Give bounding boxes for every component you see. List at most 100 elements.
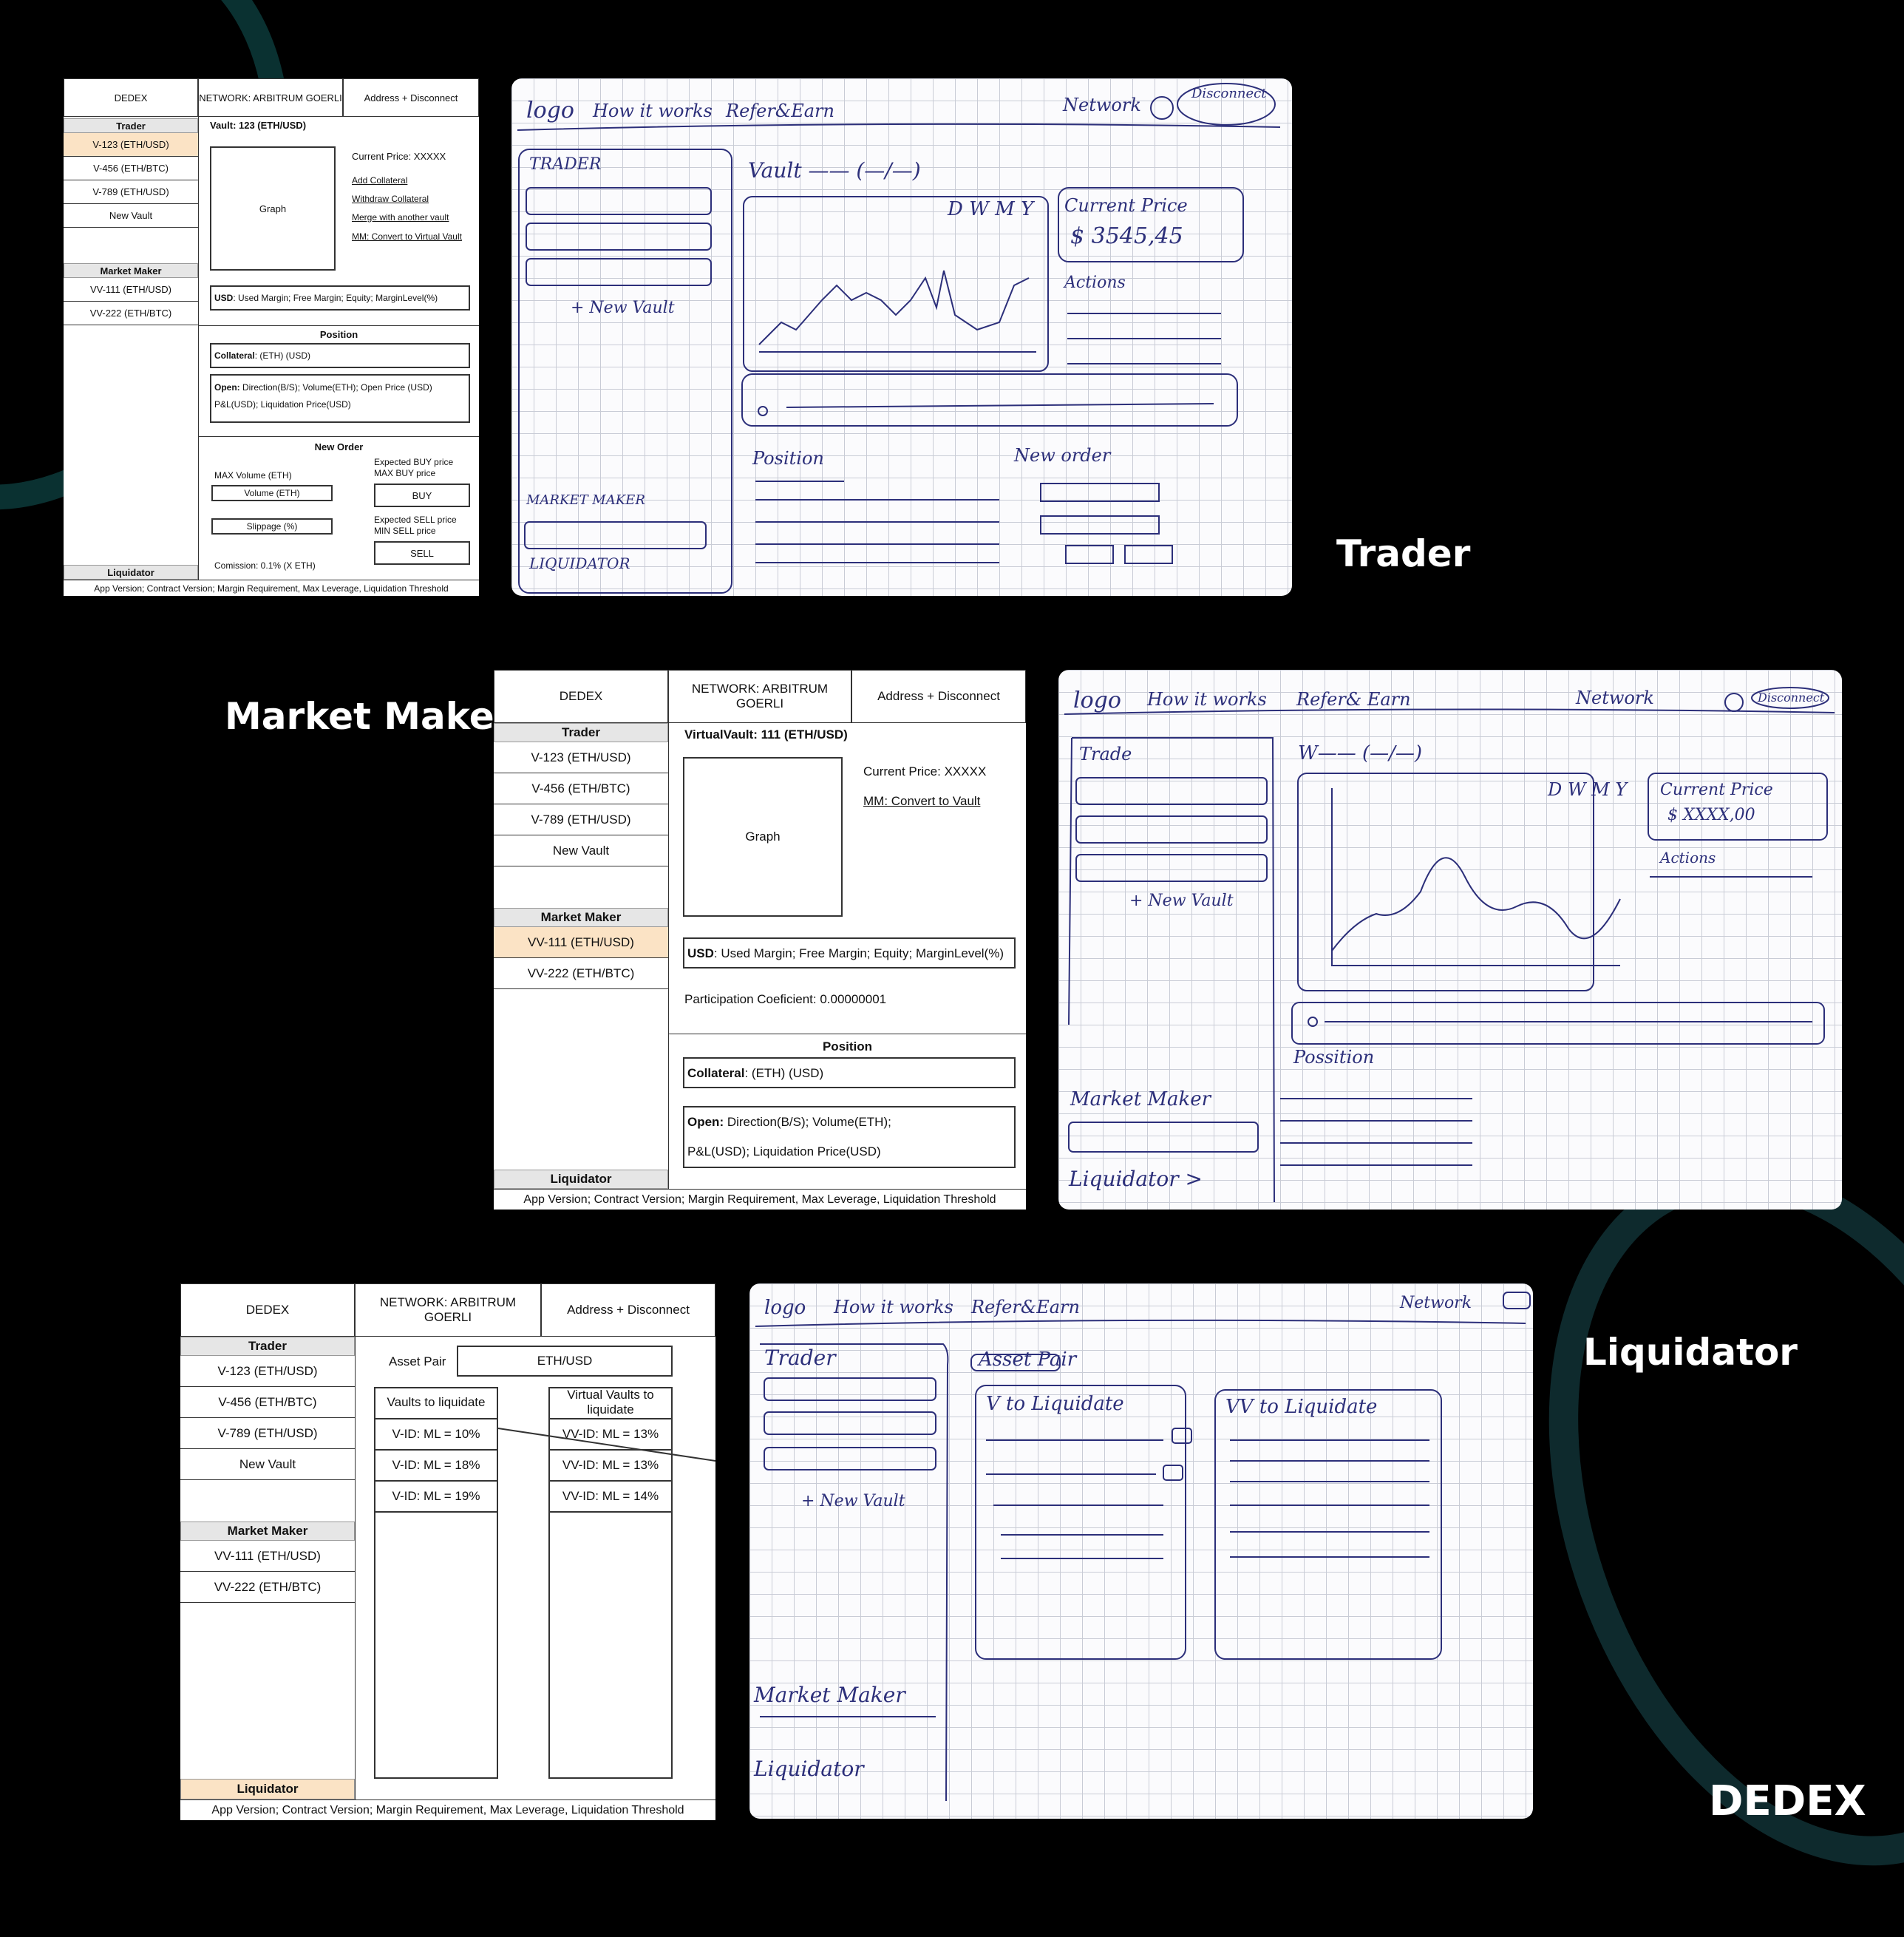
volume-input[interactable]: Volume (ETH) [211,485,333,501]
vaults-to-liquidate-header: Vaults to liquidate [374,1387,498,1419]
app-name: DEDEX [180,1283,355,1337]
logo[interactable]: logo [1073,688,1121,713]
trader-section: TRADER [529,155,602,174]
new-vault-button[interactable]: + New Vault [571,299,675,317]
address-disconnect-button[interactable]: Address + Disconnect [851,670,1026,723]
disconnect-button[interactable]: Disconnect [1758,691,1825,705]
sketch-lines [517,83,1281,594]
sidebar-item-vv111[interactable]: VV-111 (ETH/USD) [180,1541,355,1572]
liquidator-section[interactable]: Liquidator > [1069,1167,1203,1191]
asset-pair-select[interactable]: ETH/USD [457,1346,673,1377]
market-maker-section[interactable]: Market Maker [1070,1088,1211,1110]
network-selector[interactable]: Network [1063,95,1141,115]
new-vault-button[interactable]: + New Vault [1129,892,1234,910]
withdraw-collateral-link[interactable]: Withdraw Collateral [352,194,429,204]
divider [199,325,479,326]
section-trader: Trader [494,723,668,742]
sidebar-item-v123[interactable]: V-123 (ETH/USD) [180,1356,355,1387]
trader-label: Trader [1336,532,1471,575]
commission-text: Comission: 0.1% (X ETH) [214,560,316,571]
section-market-maker: Market Maker [64,263,198,278]
actions-label: Actions [1660,849,1716,866]
buy-button[interactable]: BUY [374,484,470,507]
section-trader: Trader [180,1337,355,1356]
sidebar-new-vault[interactable]: New Vault [494,835,668,866]
section-liquidator[interactable]: Liquidator [64,565,198,580]
sidebar-new-vault[interactable]: New Vault [64,204,198,228]
actions-label: Actions [1064,274,1126,292]
new-vault-button[interactable]: + New Vault [801,1492,905,1510]
logo[interactable]: logo [764,1297,806,1319]
trader-section: Trader [764,1346,836,1370]
market-maker-section[interactable]: MARKET MAKER [526,492,645,508]
sidebar-item-vv111[interactable]: VV-111 (ETH/USD) [64,278,198,302]
brand-logo: DEDEX [1709,1777,1866,1825]
address-disconnect-button[interactable]: Address + Disconnect [343,78,479,117]
sidebar-item-v789[interactable]: V-789 (ETH/USD) [180,1418,355,1449]
virtual-vault-row-2[interactable]: VV-ID: ML = 13% [548,1451,673,1482]
refer-earn-link[interactable]: Refer&Earn [971,1297,1080,1317]
section-liquidator[interactable]: Liquidator [494,1170,668,1189]
liquidator-sketch: logo How it works Refer&Earn Network Tra… [749,1283,1533,1819]
vault-row-2[interactable]: V-ID: ML = 18% [374,1451,498,1482]
open-position-box: Open: Direction(B/S); Volume(ETH); Open … [210,374,470,423]
vault-title: VirtualVault: 111 (ETH/USD) [684,727,848,742]
section-liquidator[interactable]: Liquidator [180,1779,355,1799]
how-it-works-link[interactable]: How it works [1147,689,1267,710]
network-label: NETWORK: ARBITRUM GOERLI [668,670,851,723]
sidebar-item-v123[interactable]: V-123 (ETH/USD) [64,133,198,157]
sidebar-item-v456[interactable]: V-456 (ETH/BTC) [64,157,198,180]
slippage-input[interactable]: Slippage (%) [211,518,333,535]
network-selector[interactable]: Network [1576,688,1654,708]
asset-pair-label: Asset Pair [389,1354,446,1368]
sidebar-item-v456[interactable]: V-456 (ETH/BTC) [494,773,668,804]
vault-row-1[interactable]: V-ID: ML = 10% [374,1419,498,1451]
sidebar-item-vv222[interactable]: VV-222 (ETH/BTC) [64,302,198,325]
current-price-label: Current Price [1660,781,1773,799]
sidebar-item-v789[interactable]: V-789 (ETH/USD) [494,804,668,835]
add-collateral-link[interactable]: Add Collateral [352,175,408,186]
vault-row-3[interactable]: V-ID: ML = 19% [374,1482,498,1513]
sidebar-item-v456[interactable]: V-456 (ETH/BTC) [180,1387,355,1418]
merge-vault-link[interactable]: Merge with another vault [352,212,449,223]
logo[interactable]: logo [526,98,574,123]
trader-sketch: logo How it works Refer&Earn Network Dis… [511,78,1292,596]
sidebar-item-v789[interactable]: V-789 (ETH/USD) [64,180,198,204]
liquidator-section[interactable]: LIQUIDATOR [529,554,630,572]
vv-to-liquidate-title: VV to Liquidate [1225,1396,1378,1418]
sketch-lines [1064,687,1835,1203]
network-selector[interactable]: Network [1400,1294,1472,1312]
refer-earn-link[interactable]: Refer&Earn [726,101,834,121]
timeframe-selector[interactable]: D W M Y [948,198,1034,220]
collateral-box: Collateral: (ETH) (USD) [683,1057,1016,1088]
sell-button[interactable]: SELL [374,541,470,565]
sidebar-item-v123[interactable]: V-123 (ETH/USD) [494,742,668,773]
disconnect-button[interactable]: Disconnect [1191,86,1267,101]
convert-to-vault-link[interactable]: MM: Convert to Vault [863,794,981,808]
current-price: Current Price: XXXXX [352,151,446,162]
sidebar-item-vv111[interactable]: VV-111 (ETH/USD) [494,927,668,958]
graph-placeholder: Graph [683,757,843,917]
market-maker-sketch: logo How it works Refer& Earn Network Di… [1058,670,1842,1210]
sidebar-new-vault[interactable]: New Vault [180,1449,355,1480]
address-disconnect-button[interactable]: Address + Disconnect [541,1283,715,1337]
footer: App Version; Contract Version; Margin Re… [180,1799,715,1820]
timeframe-selector[interactable]: D W M Y [1548,779,1628,800]
how-it-works-link[interactable]: How it works [834,1297,953,1317]
virtual-vault-row-3[interactable]: VV-ID: ML = 14% [548,1482,673,1513]
connector-line [497,1428,715,1462]
liquidator-section[interactable]: Liquidator [754,1757,864,1781]
sketch-lines [755,1292,1531,1802]
refer-earn-link[interactable]: Refer& Earn [1296,689,1411,710]
sidebar-item-vv222[interactable]: VV-222 (ETH/BTC) [494,958,668,989]
convert-virtual-vault-link[interactable]: MM: Convert to Virtual Vault [352,231,462,242]
vaults-to-liquidate-panel [374,1387,498,1779]
app-name: DEDEX [64,78,198,117]
how-it-works-link[interactable]: How it works [593,101,713,121]
footer: App Version; Contract Version; Margin Re… [64,580,479,596]
graph-placeholder: Graph [210,146,336,271]
virtual-vaults-header: Virtual Vaults to liquidate [548,1387,673,1419]
market-maker-section[interactable]: Market Maker [754,1683,905,1707]
sidebar-item-vv222[interactable]: VV-222 (ETH/BTC) [180,1572,355,1603]
virtual-vault-row-1[interactable]: VV-ID: ML = 13% [548,1419,673,1451]
